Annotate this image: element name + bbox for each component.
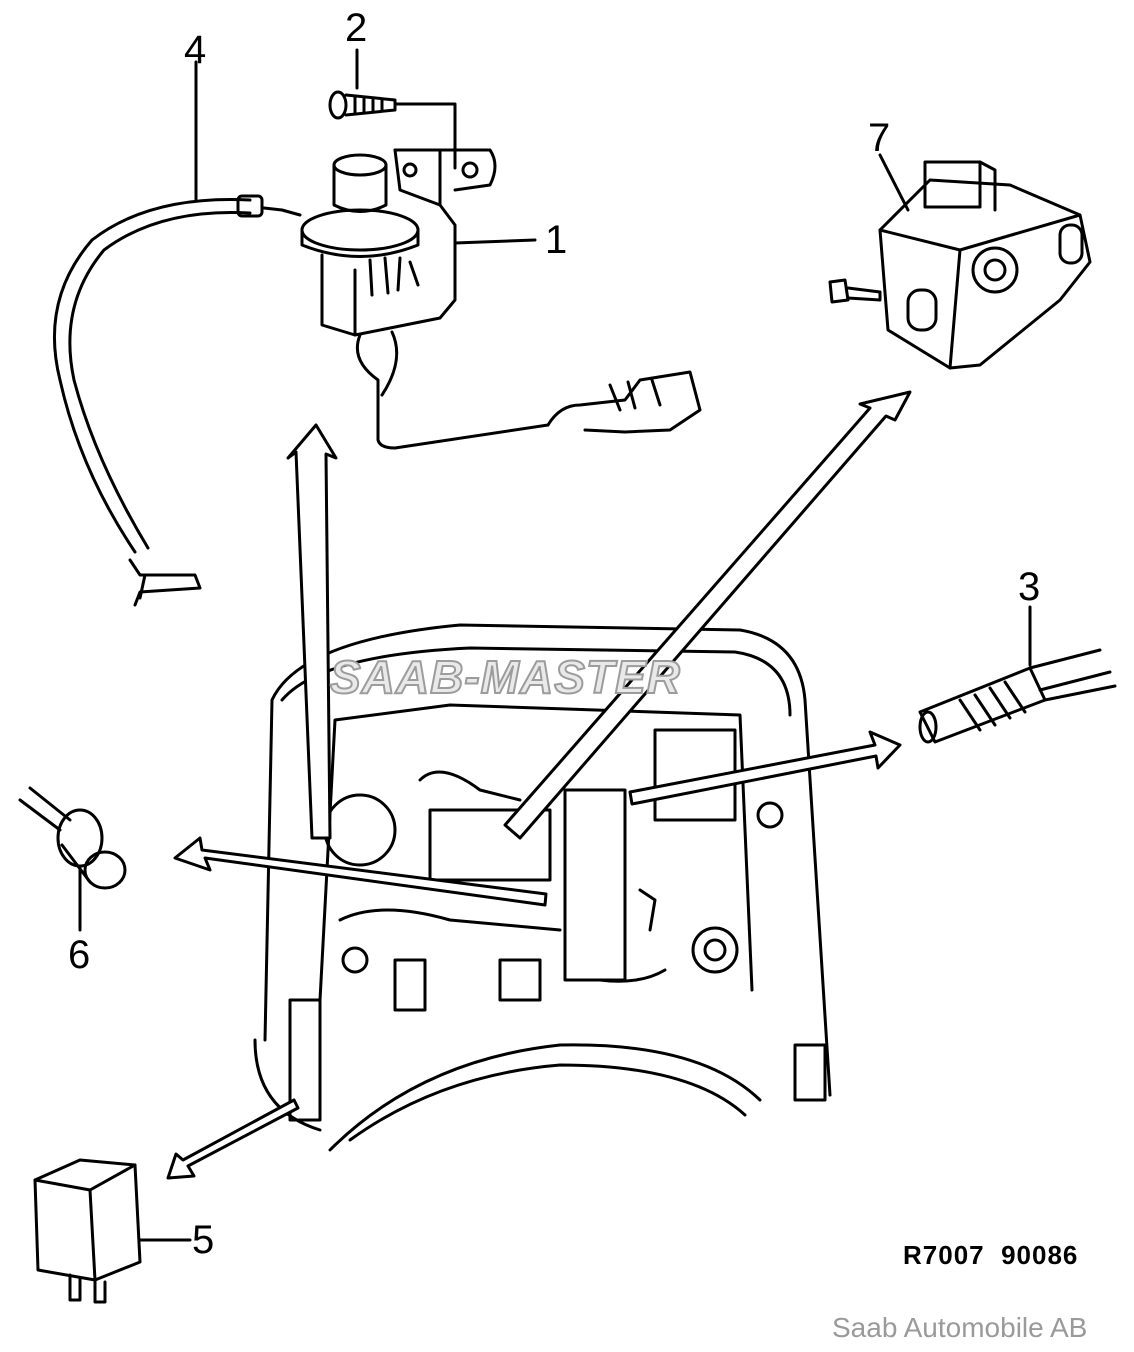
part-1-valve-assembly: [262, 148, 702, 450]
part-4-vacuum-hose: [53, 194, 264, 607]
pointer-arrows: [166, 390, 912, 1180]
leader-line-7: [878, 153, 910, 212]
copyright-text: Saab Automobile AB: [832, 1312, 1088, 1343]
callout-5: 5: [192, 1218, 215, 1262]
arrow-to-part-6: [173, 836, 548, 907]
part-3-switch: [918, 648, 1117, 744]
leader-line-1: [453, 238, 537, 245]
arrow-to-part-3: [628, 730, 902, 806]
part-7-throttle-sensor: [828, 160, 1092, 370]
watermark: SAAB-MASTER: [329, 650, 681, 704]
part-5-relay: [33, 1158, 142, 1304]
reference-code: R7007 90086: [903, 1240, 1079, 1270]
callout-3: 3: [1018, 565, 1041, 609]
part-2-screw: [328, 90, 457, 170]
callout-1: 1: [545, 218, 568, 262]
engine-bay-illustration: [253, 623, 832, 1152]
part-6-sensor: [18, 786, 127, 890]
callout-7: 7: [868, 116, 891, 160]
arrow-to-part-5: [166, 1098, 300, 1180]
callout-4: 4: [184, 28, 207, 72]
callout-6: 6: [68, 933, 91, 977]
arrow-to-part-7: [503, 390, 912, 840]
arrow-to-part-1: [286, 423, 338, 840]
callout-2: 2: [345, 6, 368, 50]
